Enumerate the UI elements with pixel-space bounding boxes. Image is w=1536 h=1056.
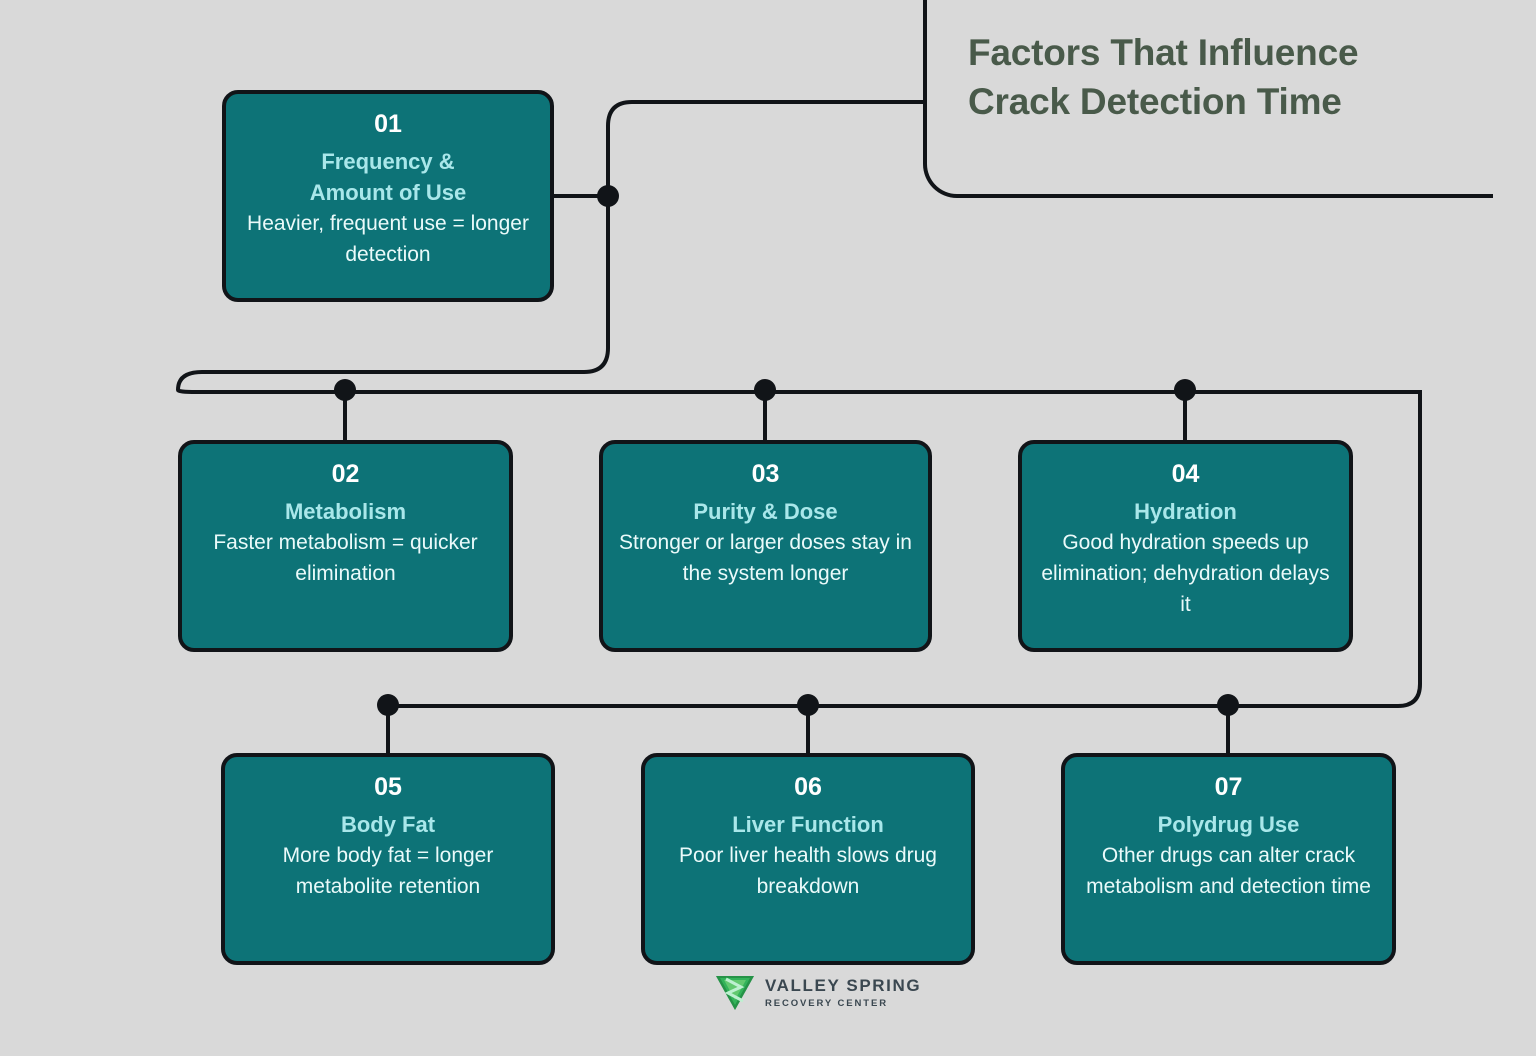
factor-description: Stronger or larger doses stay in the sys… [619, 530, 912, 586]
page-title-line-2: Crack Detection Time [968, 81, 1342, 123]
factor-heading: Purity & Dose [693, 498, 838, 524]
title-frame [923, 0, 1493, 198]
factor-description: Poor liver health slows drug breakdown [679, 843, 937, 899]
factor-description: Other drugs can alter crack metabolism a… [1086, 843, 1371, 899]
factor-description: More body fat = longer metabolite retent… [282, 843, 494, 899]
factor-heading: Polydrug Use [1157, 811, 1300, 837]
factor-number: 02 [331, 460, 360, 488]
page-title-line-1: Factors That Influence [968, 32, 1359, 73]
brand-name: VALLEY SPRING [765, 976, 922, 996]
valley-spring-chevron-icon [716, 976, 754, 1010]
factor-heading-line-1: Frequency & [321, 148, 455, 174]
factor-heading: Hydration [1134, 498, 1237, 524]
node-dot-card05 [377, 694, 399, 716]
factor-card-06[interactable]: 06 Liver Function Poor liver health slow… [641, 753, 975, 965]
factor-number: 05 [374, 773, 402, 801]
connector-to-title [606, 100, 923, 196]
factor-card-03[interactable]: 03 Purity & Dose Stronger or larger dose… [599, 440, 932, 652]
factor-card-04[interactable]: 04 Hydration Good hydration speeds up el… [1018, 440, 1353, 652]
factor-description: Good hydration speeds up elimination; de… [1041, 530, 1330, 617]
factor-heading: Frequency & Amount of Use [240, 146, 536, 208]
node-dot-card03 [754, 379, 776, 401]
factor-card-05[interactable]: 05 Body Fat More body fat = longer metab… [221, 753, 555, 965]
factor-heading: Body Fat [340, 811, 436, 837]
brand-tagline: RECOVERY CENTER [765, 998, 888, 1010]
node-dot-card02 [334, 379, 356, 401]
factor-card-07[interactable]: 07 Polydrug Use Other drugs can alter cr… [1061, 753, 1396, 965]
connector-left-uturn [175, 370, 203, 394]
factor-heading-line-2: Amount of Use [309, 179, 467, 205]
factor-number: 07 [1214, 773, 1243, 801]
node-dot-card06 [797, 694, 819, 716]
node-dot-card07 [1217, 694, 1239, 716]
factor-number: 06 [794, 773, 822, 801]
factor-description: Heavier, frequent use = longer detection [247, 212, 529, 267]
factor-number: 01 [374, 110, 402, 138]
connector-bus-row2 [196, 390, 1422, 416]
brand-logo-text: VALLEY SPRING RECOVERY CENTER [765, 977, 921, 1009]
factor-number: 03 [751, 460, 780, 488]
factor-card-01[interactable]: 01 Frequency & Amount of Use Heavier, fr… [222, 90, 554, 302]
factor-number: 04 [1171, 460, 1200, 488]
factor-description: Faster metabolism = quicker elimination [213, 530, 478, 586]
factor-card-02[interactable]: 02 Metabolism Faster metabolism = quicke… [178, 440, 513, 652]
brand-logo: VALLEY SPRING RECOVERY CENTER [714, 974, 921, 1012]
factor-heading: Liver Function [732, 811, 884, 837]
page-title: Factors That Influence Crack Detection T… [968, 28, 1488, 126]
node-dot-card04 [1174, 379, 1196, 401]
node-dot-card01 [597, 185, 619, 207]
factor-heading: Metabolism [284, 498, 407, 524]
